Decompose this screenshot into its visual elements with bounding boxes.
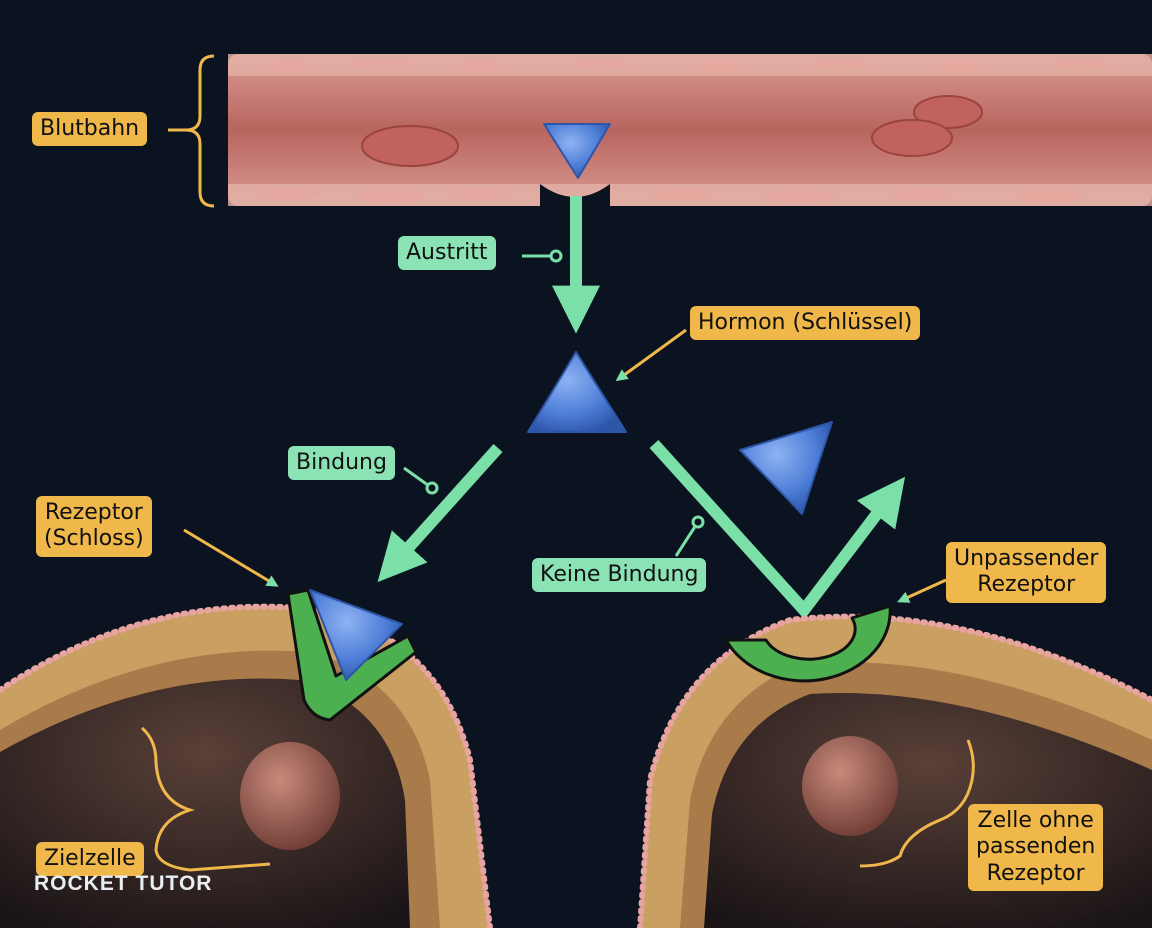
blutbahn-bracket: [185, 54, 215, 208]
bound-hormone: [309, 589, 403, 681]
label-rezeptor: Rezeptor (Schloss): [36, 496, 152, 557]
label-blutbahn: Blutbahn: [32, 112, 148, 147]
red-blood-cell: [871, 119, 953, 157]
label-bindung: Bindung: [288, 446, 395, 481]
label-keine-bindung: Keine Bindung: [532, 558, 707, 593]
red-blood-cell: [361, 125, 459, 167]
zelle-ohne-bracket: [859, 739, 975, 868]
label-zielzelle: Zielzelle: [36, 842, 144, 877]
zielzelle-bracket: [140, 726, 271, 872]
receptor-unmatched: [724, 604, 892, 683]
austritt-connector-dot: [549, 249, 563, 263]
brand-logo: ROCKET TUTOR: [34, 872, 213, 895]
hormone-unbound: [739, 421, 833, 515]
no-binding-arrow: [649, 439, 906, 620]
hormone-key: [527, 351, 627, 433]
hormone-in-vessel: [543, 123, 611, 179]
label-zelle-ohne: Zelle ohne passenden Rezeptor: [968, 804, 1104, 892]
label-hormon: Hormon (Schlüssel): [690, 306, 921, 341]
unpassend-pointer: [897, 578, 947, 603]
hormon-pointer: [615, 328, 687, 382]
label-unpassender-rezeptor: Unpassender Rezeptor: [946, 542, 1107, 603]
target-cell-nucleus: [240, 742, 340, 850]
receptor-lock: [286, 588, 418, 722]
non-target-cell-nucleus: [802, 736, 898, 836]
keine-bindung-connector-dot: [691, 515, 705, 529]
rezeptor-pointer: [183, 528, 279, 587]
bindung-connector-dot: [425, 481, 439, 495]
binding-arrow: [377, 443, 503, 583]
red-blood-cell: [913, 95, 983, 129]
blood-vessel: [228, 54, 1152, 206]
label-austritt: Austritt: [398, 236, 496, 271]
keine-bindung-connector: [674, 521, 700, 557]
